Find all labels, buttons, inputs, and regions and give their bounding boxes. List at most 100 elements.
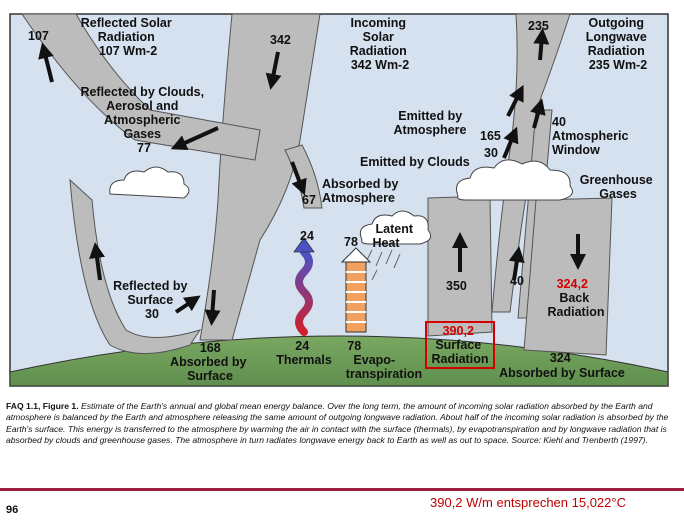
- svg-text:Absorbed by Atmosphere: Absorbed by Atmosphere: [322, 177, 402, 205]
- evapotranspiration-value: 78: [347, 339, 361, 353]
- arrow-77: [170, 126, 219, 151]
- arrow-235: [533, 28, 550, 61]
- svg-text:78 Evapo- transpiratio: 78 Evapo- transpiration: [346, 339, 422, 381]
- arrow-165: [506, 84, 524, 117]
- svg-text:Emitted by Atmosphere: Emitted by Atmosphere: [394, 109, 467, 137]
- greenhouse-gases-line2: Gases: [599, 187, 637, 201]
- outgoing-longwave-line4: 235 Wm-2: [589, 58, 647, 72]
- surface-radiation-value: 390,2: [443, 324, 474, 338]
- incoming-solar-line3: Radiation: [350, 44, 407, 58]
- atmospheric-window-line3: Window: [552, 143, 600, 157]
- value-235: 235: [528, 19, 549, 33]
- surface-radiation-highlight: [425, 321, 495, 369]
- absorbed-surface-left-line2: Surface: [187, 369, 233, 383]
- reflected-solar-band: [21, 13, 261, 161]
- arrow-30: [502, 126, 519, 159]
- thermals-wave-head: [293, 237, 315, 253]
- footer-rule: [0, 488, 684, 491]
- evapotranspiration-arrow: [340, 247, 372, 333]
- caption-heading: FAQ 1.1, Figure 1.: [6, 401, 79, 411]
- page-number: 96: [6, 504, 19, 516]
- value-67: 67: [302, 193, 316, 207]
- svg-text:390,2 Surface Radiatio: 390,2 Surface Radiation: [432, 324, 489, 366]
- reflected-clouds-line5: 77: [137, 141, 151, 155]
- arrow-reflected-surface-up: [89, 242, 105, 281]
- surface-radiation-line1: Surface: [435, 338, 481, 352]
- value-40-lower: 40: [510, 274, 524, 288]
- value-24-top: 24: [300, 229, 314, 243]
- reflected-surface-line1: Reflected by: [113, 279, 187, 293]
- incoming-solar-line2: Solar: [363, 30, 394, 44]
- evapotranspiration-line2: transpiration: [346, 367, 422, 381]
- caption-text: Estimate of the Earth's annual and globa…: [6, 401, 669, 446]
- svg-text:24 Thermals: 24 Thermals: [276, 339, 332, 367]
- arrow-40-lower: [508, 246, 525, 281]
- thermals-label: Thermals: [276, 353, 332, 367]
- atmospheric-window-line2: Atmospheric: [552, 129, 628, 143]
- arrow-107: [38, 42, 54, 83]
- reflected-solar-line2: Radiation: [98, 30, 155, 44]
- back-radiation-band: [523, 197, 613, 356]
- thermals-wave: [295, 248, 313, 336]
- svg-text:Latent Heat: Latent Heat: [372, 222, 416, 250]
- svg-text:Greenhouse Gases: Greenhouse Gases: [580, 173, 656, 201]
- svg-text:324 Absorbed by Surface: 324 Absorbed by Surface: [499, 351, 625, 380]
- reflected-surface-band: [69, 178, 202, 354]
- absorbed-surface-right-value: 324: [550, 351, 571, 365]
- reflected-clouds-line1: Reflected by Clouds,: [80, 85, 204, 99]
- arrow-window: [530, 98, 546, 129]
- temperature-note: 390,2 W/m entsprechen 15,022°C: [430, 495, 626, 510]
- cloud-left: [109, 166, 190, 199]
- value-78-top: 78: [344, 235, 358, 249]
- emitted-atmosphere-line1: Emitted by: [398, 109, 462, 123]
- latent-heat-line2: Heat: [372, 236, 400, 250]
- incoming-solar-band: [199, 13, 321, 341]
- reflected-surface-line3: 30: [145, 307, 159, 321]
- emitted-atmosphere-line2: Atmosphere: [394, 123, 467, 137]
- outgoing-longwave-line1: Outgoing: [588, 16, 644, 30]
- incoming-solar-line1: Incoming: [350, 16, 406, 30]
- reflected-solar-line3: 107 Wm-2: [99, 44, 157, 58]
- thermals-value: 24: [295, 339, 309, 353]
- svg-text:Incoming Solar Radiati: Incoming Solar Radiation 342 Wm-2: [350, 16, 410, 72]
- back-radiation-line1: Back: [559, 291, 589, 305]
- outgoing-longwave-line3: Radiation: [588, 44, 645, 58]
- svg-text:Reflected by Clouds, Aeros: Reflected by Clouds, Aerosol and Atmosph…: [80, 85, 207, 155]
- cloud-rain: [359, 210, 432, 281]
- reflected-clouds-line2: Aerosol and: [106, 99, 178, 113]
- outgoing-longwave-line2: Longwave: [586, 30, 647, 44]
- reflected-solar-line1: Reflected Solar: [81, 16, 172, 30]
- figure-caption: FAQ 1.1, Figure 1. Estimate of the Earth…: [6, 401, 678, 447]
- absorbed-surface-right-label: Absorbed by Surface: [499, 366, 625, 380]
- surface-radiation-line2: Radiation: [432, 352, 489, 366]
- arrow-342: [265, 51, 282, 90]
- evapotranspiration-line1: Evapo-: [353, 353, 395, 367]
- latent-heat-line1: Latent: [376, 222, 414, 236]
- svg-text:Reflected Solar Radiation: Reflected Solar Radiation 107 Wm-2: [81, 16, 176, 58]
- value-30-clouds: 30: [484, 146, 498, 160]
- svg-text:Reflected by Surface 3: Reflected by Surface 30: [113, 279, 191, 321]
- absorbed-atmosphere-line2: Atmosphere: [322, 191, 395, 205]
- value-107: 107: [28, 29, 49, 43]
- cloud-right: [456, 159, 573, 201]
- svg-text:324,2 Back Radiation: 324,2 Back Radiation: [548, 277, 605, 319]
- back-radiation-value: 324,2: [557, 277, 588, 291]
- greenhouse-gases-line1: Greenhouse: [580, 173, 653, 187]
- absorbed-atmosphere-line1: Absorbed by: [322, 177, 398, 191]
- absorbed-surface-left-value: 168: [200, 341, 221, 355]
- reflected-clouds-line3: Atmospheric: [104, 113, 180, 127]
- reflected-clouds-line4: Gases: [123, 127, 161, 141]
- incoming-solar-line4: 342 Wm-2: [351, 58, 409, 72]
- absorbed-surface-left-line1: Absorbed by: [170, 355, 246, 369]
- arrow-absorbed-atmosphere: [290, 161, 307, 196]
- arrow-168: [204, 289, 221, 326]
- value-350: 350: [446, 279, 467, 293]
- atmospheric-window-line1: 40: [552, 115, 566, 129]
- value-342: 342: [270, 33, 291, 47]
- arrow-reflected-surface-diag: [174, 295, 201, 314]
- back-radiation-line2: Radiation: [548, 305, 605, 319]
- svg-text:40 Atmospheric Window: 40 Atmospheric Window: [552, 115, 632, 157]
- energy-balance-diagram: Reflected Solar Radiation 107 Wm-2 107 3…: [9, 13, 669, 387]
- emitted-clouds-label: Emitted by Clouds: [360, 155, 470, 169]
- value-165: 165: [480, 129, 501, 143]
